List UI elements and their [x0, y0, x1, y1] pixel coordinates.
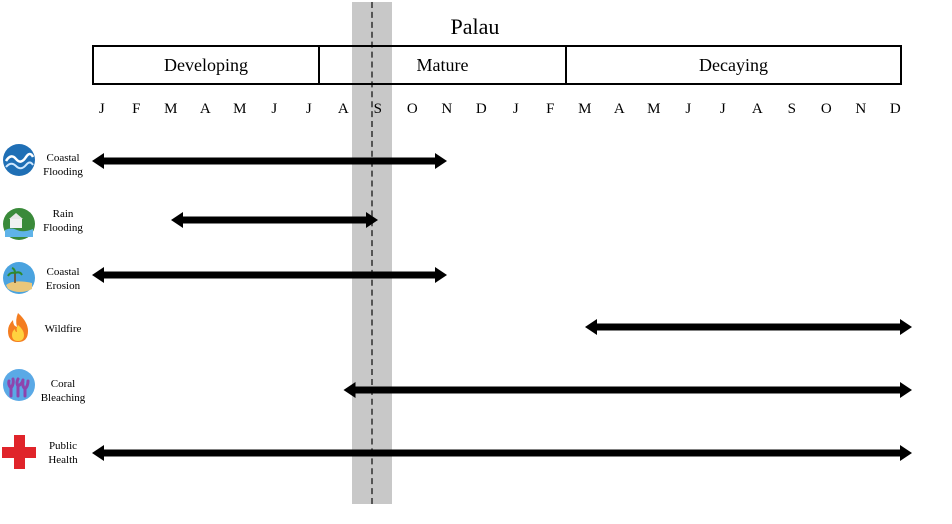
hazard-arrow: [171, 212, 378, 228]
month-label: O: [406, 101, 419, 117]
hazard-label-wildfire: Wildfire: [44, 323, 82, 335]
hazard-arrow: [92, 445, 912, 461]
phase-developing: Developing: [164, 54, 248, 75]
hazard-arrow: [92, 267, 447, 283]
coastal-erosion-icon: [3, 262, 35, 294]
wildfire-icon: [8, 313, 28, 342]
month-label: J: [512, 101, 520, 117]
month-label: D: [889, 101, 902, 117]
month-label: A: [613, 101, 626, 117]
phase-bar: Developing Mature Decaying: [92, 45, 902, 85]
current-month-dashed-line: [371, 2, 373, 504]
coral-bleaching-icon: [3, 369, 35, 401]
month-label: A: [337, 101, 350, 117]
month-label: M: [578, 101, 592, 117]
month-label: N: [441, 101, 453, 117]
month-label: J: [271, 101, 278, 117]
month-label: J: [719, 101, 727, 117]
month-label: A: [199, 101, 212, 117]
phase-mature: Mature: [318, 47, 565, 83]
hazard-arrow: [585, 319, 912, 335]
coastal-flooding-icon: [3, 144, 35, 176]
month-label: J: [98, 101, 106, 117]
month-label: F: [546, 101, 555, 117]
month-label: S: [373, 101, 383, 117]
month-label: S: [787, 101, 797, 117]
month-label: M: [647, 101, 661, 117]
month-label: D: [475, 101, 488, 117]
month-label: N: [855, 101, 867, 117]
red-cross-icon: [2, 435, 36, 469]
month-label: M: [233, 101, 247, 117]
diagram-title: Palau: [450, 14, 500, 39]
hazard-arrow: [92, 153, 447, 169]
month-label: F: [132, 101, 141, 117]
hazard-arrow: [343, 382, 912, 398]
month-label: O: [820, 101, 833, 117]
month-label: A: [751, 101, 764, 117]
rain-flooding-icon: [3, 208, 35, 240]
month-label: J: [685, 101, 692, 117]
month-label: J: [305, 101, 313, 117]
phase-decaying: Decaying: [565, 47, 900, 83]
month-label: M: [164, 101, 178, 117]
